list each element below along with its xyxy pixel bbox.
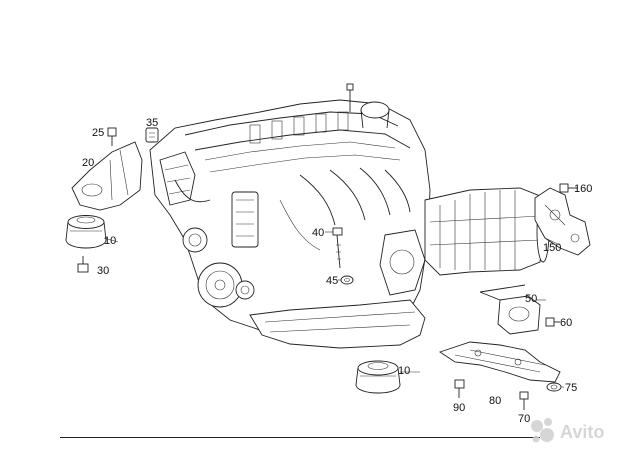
part-70-bolt	[519, 391, 529, 410]
callout-10-right: 10	[398, 365, 411, 377]
callout-90: 90	[453, 402, 466, 414]
part-75-washer	[546, 382, 562, 392]
callout-30: 30	[97, 265, 110, 277]
engine-assembly	[149, 83, 431, 349]
transmission	[424, 187, 550, 276]
callout-75: 75	[565, 382, 578, 394]
part-45-washer	[340, 275, 354, 285]
page-divider	[60, 437, 540, 438]
callout-150: 150	[543, 242, 562, 254]
callout-40: 40	[312, 227, 325, 239]
part-80-crossmember	[438, 341, 561, 383]
callout-45: 45	[326, 275, 339, 287]
callout-25: 25	[92, 127, 105, 139]
callout-70: 70	[518, 413, 531, 425]
part-25-bolt	[107, 127, 117, 146]
part-30-nut	[77, 256, 89, 273]
part-10-engine-mount-left	[65, 215, 107, 249]
callout-35: 35	[146, 117, 159, 129]
part-10-engine-mount-right	[355, 360, 401, 394]
callout-50: 50	[525, 293, 538, 305]
callout-60: 60	[560, 317, 573, 329]
avito-watermark-logo: Avito	[531, 418, 604, 443]
part-35-clip	[145, 127, 159, 143]
part-40-bolt	[332, 227, 343, 269]
part-20-mount-bracket	[71, 141, 143, 211]
callout-80: 80	[489, 395, 502, 407]
callout-10-left: 10	[104, 235, 117, 247]
svg-text:Avito: Avito	[560, 422, 604, 442]
leader-lines	[103, 187, 573, 388]
callout-160: 160	[574, 183, 593, 195]
part-150-mount-bracket	[534, 187, 591, 256]
callout-20: 20	[82, 157, 95, 169]
part-50-transmission-mount	[479, 284, 541, 335]
part-90-bolt	[454, 379, 465, 398]
